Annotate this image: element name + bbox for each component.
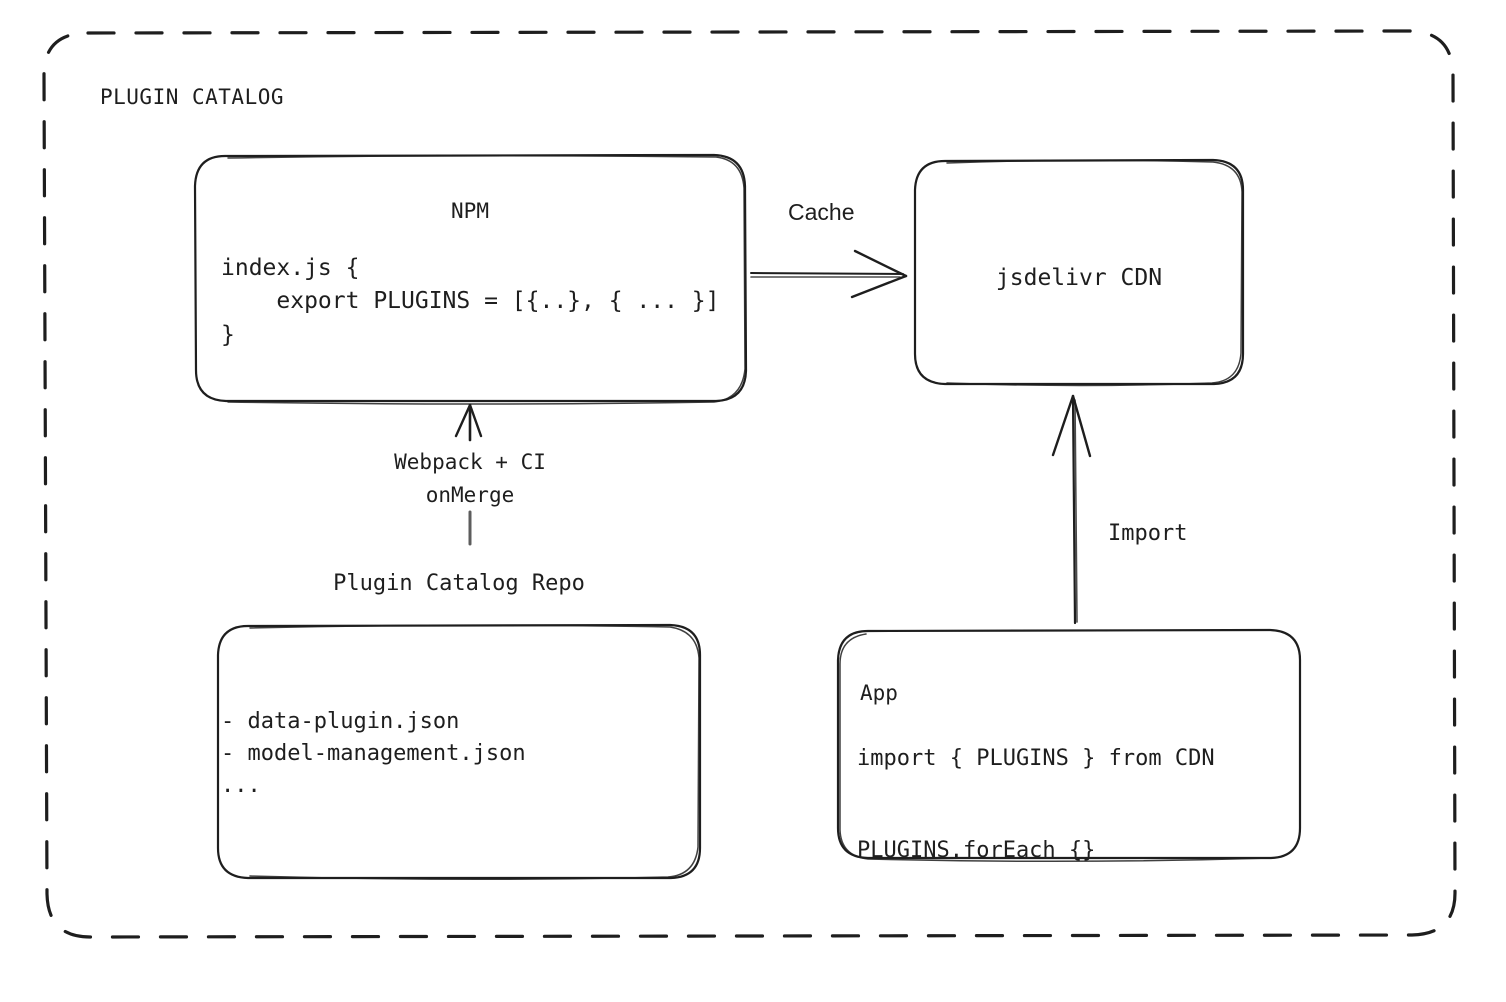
- npm-node-code: index.js { export PLUGINS = [{..}, { ...…: [221, 255, 720, 348]
- edge-label-build: Webpack + CI onMerge: [394, 450, 546, 507]
- repo-node-body: - data-plugin.json - model-management.js…: [221, 709, 526, 798]
- npm-node-title: NPM: [451, 199, 489, 223]
- cdn-node-title: jsdelivr CDN: [995, 265, 1163, 291]
- edge-import-arrow: [1051, 394, 1092, 625]
- repo-node-caption: Plugin Catalog Repo: [333, 571, 585, 596]
- edge-label-import: Import: [1108, 521, 1188, 546]
- edge-label-cache: Cache: [788, 199, 855, 225]
- edge-cache-arrow: [750, 249, 908, 299]
- frame-title: PLUGIN CATALOG: [100, 85, 285, 109]
- app-node-title: App: [860, 681, 898, 705]
- app-node-code: import { PLUGINS } from CDN PLUGINS.forE…: [857, 746, 1215, 864]
